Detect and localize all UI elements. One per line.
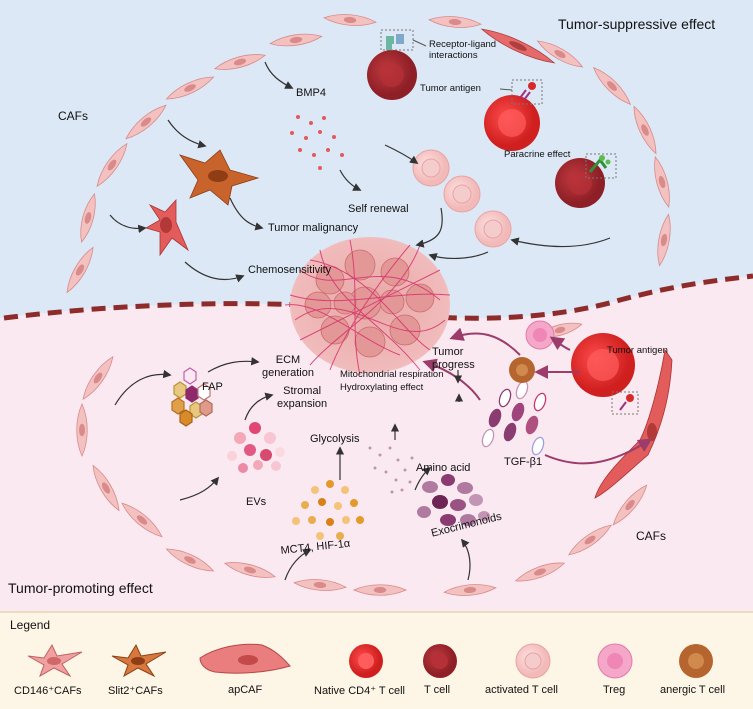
cd146-caf-top [144, 198, 189, 257]
tumor-progress-label: Tumor progress [432, 346, 475, 371]
hydroxylating-label: Hydroxylating effect [340, 382, 424, 393]
t-cell-icon [423, 644, 457, 678]
paracrine-box [585, 153, 617, 179]
slit2-caf-icon [111, 643, 167, 678]
bmp4-dots [290, 115, 344, 170]
tumor-antigen-box-bottom [611, 391, 639, 415]
tumor-antigen-box-top [499, 79, 543, 105]
top-caf-3 [96, 142, 128, 188]
exocrimonoid-cluster [417, 474, 490, 526]
up-down-arrows [453, 370, 464, 402]
bottom-caf-10 [514, 562, 566, 582]
t-cell-top-2 [555, 158, 605, 208]
chemosensitivity-label: Chemosensitivity [248, 264, 332, 276]
bottom-caf-4 [121, 502, 163, 538]
legend-label-cd146: CD146⁺CAFs [14, 685, 82, 697]
self-renewal-label: Self renewal [348, 203, 409, 215]
anergic-bottom [509, 357, 535, 383]
legend-title: Legend [10, 618, 51, 632]
bottom-caf-9 [443, 584, 497, 596]
bottom-caf-ring [76, 322, 648, 596]
tumor-mass [284, 237, 451, 376]
native-cd4-top [484, 95, 540, 151]
bottom-caf-12 [612, 484, 648, 526]
glycolysis-label: Glycolysis [310, 433, 360, 445]
top-caf-6 [213, 54, 267, 70]
cafs-label-top: CAFs [58, 109, 88, 123]
evs-cluster [227, 422, 285, 473]
top-caf-2 [80, 192, 96, 244]
tumor-antigen-label-top: Tumor antigen [420, 83, 481, 94]
legend-label-treg: Treg [603, 684, 626, 696]
top-caf-8 [323, 14, 377, 26]
cd146-caf-icon [27, 643, 83, 678]
treg-icon [597, 643, 633, 679]
bottom-region-title: Tumor-promoting effect [8, 580, 153, 596]
cafs-label-bottom: CAFs [636, 529, 666, 543]
mct4-dots [292, 480, 364, 540]
top-arrows [109, 61, 611, 283]
mito-respiration-label: Mitochondrial respiration [340, 369, 444, 380]
top-caf-5 [165, 76, 215, 100]
top-caf-7 [269, 33, 323, 47]
apcaf-icon [199, 643, 291, 674]
legend-label-anergic: anergic T cell [660, 684, 726, 696]
top-caf-14 [657, 213, 671, 267]
top-caf-13 [654, 155, 670, 209]
receptor-ligand-label: Receptor-ligand interactions [429, 39, 497, 61]
top-caf-12 [633, 105, 657, 155]
bottom-arrows [114, 357, 471, 581]
legend-label-apcaf: apCAF [228, 684, 263, 696]
bottom-caf-6 [223, 562, 277, 578]
evs-label: EVs [246, 496, 267, 508]
top-caf-9 [428, 16, 482, 28]
purple-arrows [422, 327, 653, 465]
tgf-b1-label: TGF-β1 [504, 456, 543, 468]
receptor-ligand-box [380, 29, 427, 51]
top-caf-11 [592, 66, 632, 106]
bmp4-label: BMP4 [296, 87, 326, 99]
fap-label: FAP [202, 381, 223, 393]
bottom-caf-5 [165, 548, 215, 572]
bottom-caf-1 [82, 355, 114, 401]
activated-t-icon [515, 643, 551, 679]
bottom-caf-7 [293, 579, 347, 591]
legend-label-activated-t: activated T cell [485, 684, 558, 696]
top-caf-ring [66, 14, 671, 294]
fap-hexagons [171, 367, 213, 427]
top-caf-4 [125, 104, 167, 140]
top-red-caf [480, 28, 556, 64]
top-region-title: Tumor-suppressive effect [558, 16, 716, 32]
top-caf-10 [536, 40, 584, 68]
apcaf-bottom [594, 348, 673, 499]
native-cd4-icon [349, 644, 383, 678]
top-caf-1 [66, 246, 94, 294]
native-cd4-bottom [571, 333, 635, 397]
legend-label-slit2: Slit2⁺CAFs [108, 685, 163, 697]
anergic-t-icon [679, 644, 713, 678]
tgf-ellipses [481, 380, 547, 456]
bottom-caf-2 [76, 403, 88, 457]
activated-t-top [412, 149, 512, 248]
bottom-caf-8 [353, 584, 407, 596]
bottom-region-bg [0, 276, 753, 612]
tumor-malignancy-label: Tumor malignancy [268, 222, 359, 234]
legend-label-t-cell: T cell [424, 684, 451, 696]
amino-acid-dots [368, 446, 414, 494]
bottom-caf-3 [92, 464, 120, 512]
t-cell-top-1 [367, 50, 417, 100]
amino-acid-label: Amino acid [416, 462, 471, 474]
treg-bottom [525, 320, 555, 350]
tumor-antigen-label-bottom: Tumor antigen [607, 345, 668, 356]
legend-label-native-cd4: Native CD4⁺ T cell [314, 685, 405, 697]
paracrine-label: Paracrine effect [504, 149, 571, 160]
stromal-expansion-label: Stromal expansion [277, 385, 328, 410]
slit2-caf-top [178, 149, 260, 206]
bottom-caf-11 [567, 524, 613, 556]
ecm-label: ECM generation [262, 354, 314, 379]
